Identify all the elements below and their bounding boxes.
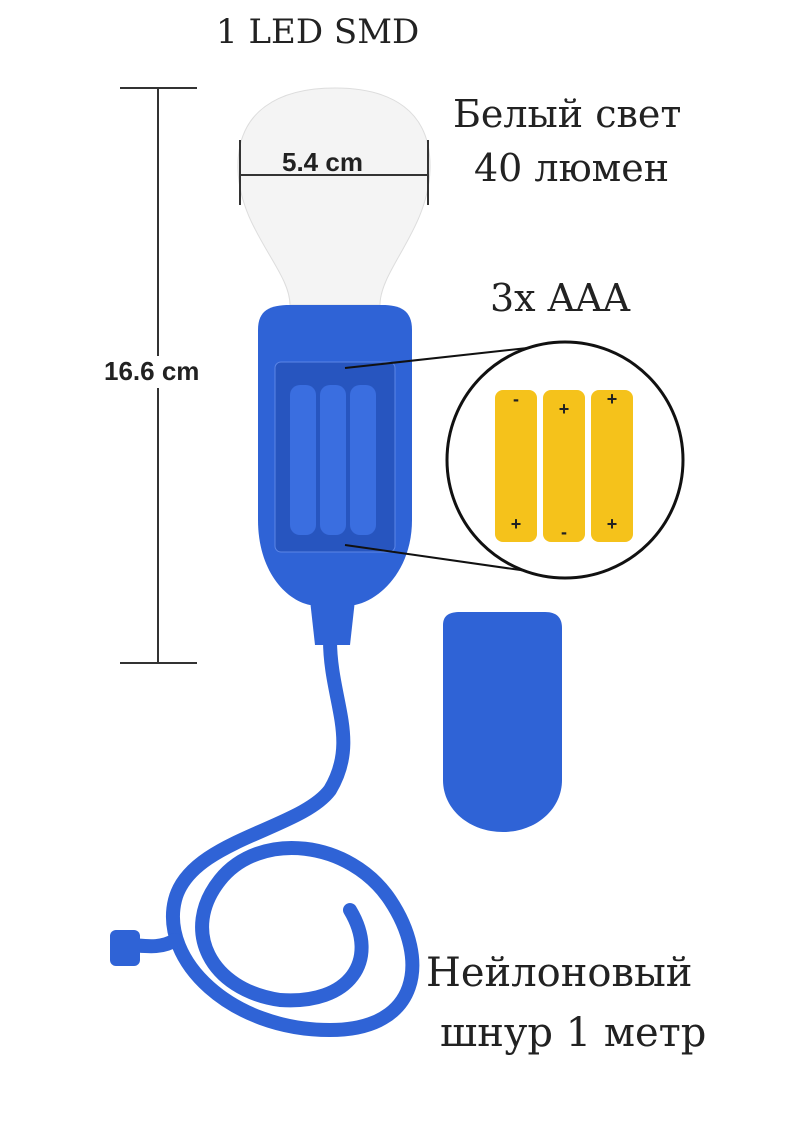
battery-sign: +: [607, 389, 618, 409]
led-label: 1 LED SMD: [216, 12, 420, 52]
battery-sign: +: [607, 514, 618, 534]
cord-end-tab: [110, 930, 140, 966]
nylon-cord: [123, 633, 420, 1038]
height-dimension-line: [120, 87, 197, 664]
battery-label: 3x AAA: [490, 276, 631, 320]
battery-sign: -: [561, 522, 567, 542]
light-color-label: Белый свет: [453, 92, 682, 136]
battery-sign: -: [513, 389, 519, 409]
lumen-label: 40 люмен: [474, 146, 670, 190]
batteries: [495, 390, 633, 542]
bulb-icon: [237, 87, 431, 306]
height-label: 16.6 cm: [104, 356, 200, 387]
cord-label-line2: шнур 1 метр: [440, 1010, 707, 1056]
width-label: 5.4 cm: [282, 147, 363, 177]
cord-label-line1: Нейлоновый: [426, 950, 693, 996]
battery-cover: [443, 612, 562, 832]
battery-sign: +: [511, 514, 522, 534]
battery-sign: +: [559, 399, 570, 419]
